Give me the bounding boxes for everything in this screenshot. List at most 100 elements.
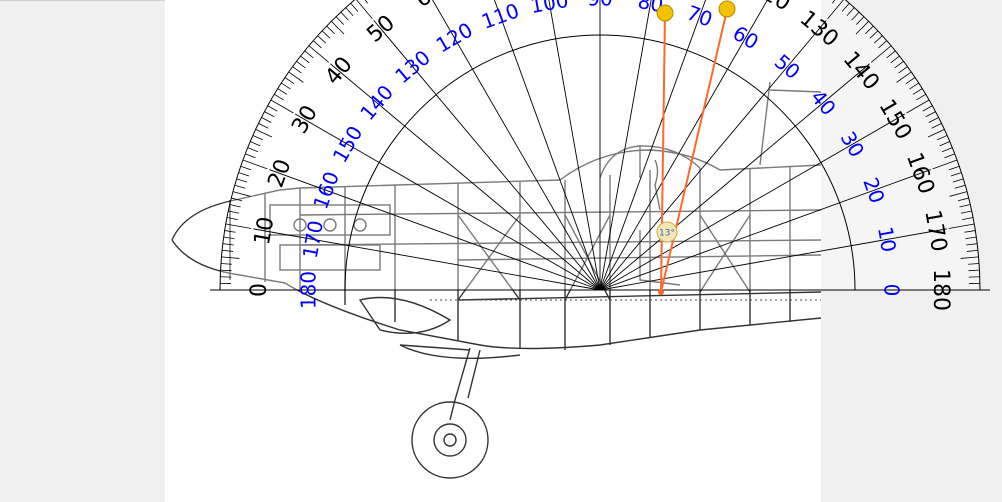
protractor-inner-label: 10: [873, 225, 901, 254]
protractor-tick: [308, 45, 330, 63]
protractor-tick: [226, 217, 238, 220]
protractor-tick: [240, 165, 252, 171]
protractor-tick: [335, 16, 344, 25]
protractor-ray: [599, 20, 827, 291]
protractor-tick: [865, 25, 874, 34]
protractor-tick: [870, 45, 892, 63]
protractor-tick: [321, 30, 331, 39]
protractor-tick: [950, 172, 962, 177]
protractor-tick: [225, 223, 252, 229]
protractor-tick: [345, 7, 354, 17]
protractor-outer-label: 180: [928, 269, 953, 311]
protractor-tick: [962, 217, 974, 220]
protractor-tick: [856, 16, 865, 25]
protractor-tick: [873, 35, 883, 44]
protractor-tick: [916, 93, 926, 101]
protractor-tick: [906, 99, 930, 114]
protractor-tick: [232, 191, 251, 197]
protractor-tick: [932, 159, 958, 170]
protractor-tick: [270, 99, 294, 114]
protractor-tick: [960, 210, 972, 214]
protractor-tick: [304, 50, 314, 59]
protractor-ray: [599, 0, 768, 291]
protractor-tick: [939, 141, 950, 147]
protractor-tick: [326, 25, 335, 34]
protractor-tick: [966, 249, 978, 252]
measure-handle-left[interactable]: [656, 4, 674, 22]
protractor-tick: [944, 153, 955, 159]
protractor-tick: [886, 50, 896, 59]
protractor-ray: [493, 0, 601, 291]
angle-badge: [656, 221, 678, 243]
protractor-ray: [330, 63, 601, 291]
protractor-tick: [288, 71, 304, 83]
protractor-tick: [221, 256, 240, 259]
protractor-tick: [220, 269, 232, 272]
protractor-tick: [231, 197, 243, 202]
measure-vertex[interactable]: [658, 289, 664, 295]
protractor-tick: [948, 165, 960, 171]
protractor-tick: [238, 172, 250, 177]
protractor-tick: [331, 21, 345, 35]
protractor-tick: [954, 184, 966, 189]
protractor-tick: [890, 55, 900, 64]
protractor-ray: [599, 63, 870, 291]
protractor-tick: [846, 7, 855, 17]
protractor-tick: [229, 204, 241, 208]
angle-measurement-tool[interactable]: 13°: [656, 0, 736, 295]
protractor-radial-lines: [248, 0, 952, 291]
protractor-tick: [261, 117, 272, 123]
protractor-tick: [300, 55, 310, 64]
protractor-tick: [841, 2, 850, 12]
protractor-tick: [831, 0, 836, 4]
protractor-tick: [957, 197, 969, 202]
protractor-tick: [296, 60, 306, 69]
measure-handle-right[interactable]: [718, 0, 736, 18]
protractor-inner-label: 90: [587, 0, 612, 11]
protractor-tick: [959, 204, 971, 208]
protractor-tick: [968, 269, 980, 272]
protractor-outer-label: 0: [247, 283, 272, 297]
protractor-tick: [350, 2, 359, 12]
measure-arm-right[interactable]: [660, 9, 728, 293]
protractor-tick: [931, 123, 942, 129]
protractor-tick: [928, 117, 939, 123]
measure-arm-left[interactable]: [660, 13, 666, 293]
protractor-tick: [894, 60, 904, 69]
protractor-tick: [925, 111, 936, 118]
protractor-tick: [927, 129, 945, 138]
protractor-tick: [236, 178, 248, 183]
protractor-tick: [898, 66, 908, 74]
protractor-tick: [250, 141, 261, 147]
protractor-tick: [968, 263, 980, 265]
protractor-tick: [965, 236, 977, 240]
protractor-tick: [905, 77, 916, 84]
protractor-tick: [827, 0, 844, 20]
protractor-tick: [292, 66, 302, 74]
protractor-tick: [851, 11, 860, 21]
protractor-tick: [245, 153, 256, 159]
protractor-tick: [936, 135, 948, 141]
protractor-inner-label: 180: [297, 271, 321, 309]
protractor-tick: [242, 159, 268, 170]
protractor-tick: [878, 40, 888, 49]
protractor-tick: [966, 243, 978, 246]
protractor-tick: [247, 147, 259, 153]
protractor-tick: [340, 11, 349, 21]
protractor-tick: [277, 88, 288, 95]
protractor-ray: [599, 0, 707, 291]
protractor-tick: [258, 123, 269, 129]
protractor-tick: [941, 147, 953, 153]
window-top-edge: [0, 0, 165, 1]
protractor-ray: [294, 113, 601, 291]
protractor-ray: [253, 228, 601, 291]
protractor-tick: [912, 88, 923, 95]
protractor-ray: [599, 0, 652, 291]
protractor-ray: [373, 20, 601, 291]
protractor-tick: [284, 77, 295, 84]
protractor-tick: [281, 82, 291, 90]
protractor-ray: [599, 169, 931, 291]
protractor-tick: [317, 35, 327, 44]
